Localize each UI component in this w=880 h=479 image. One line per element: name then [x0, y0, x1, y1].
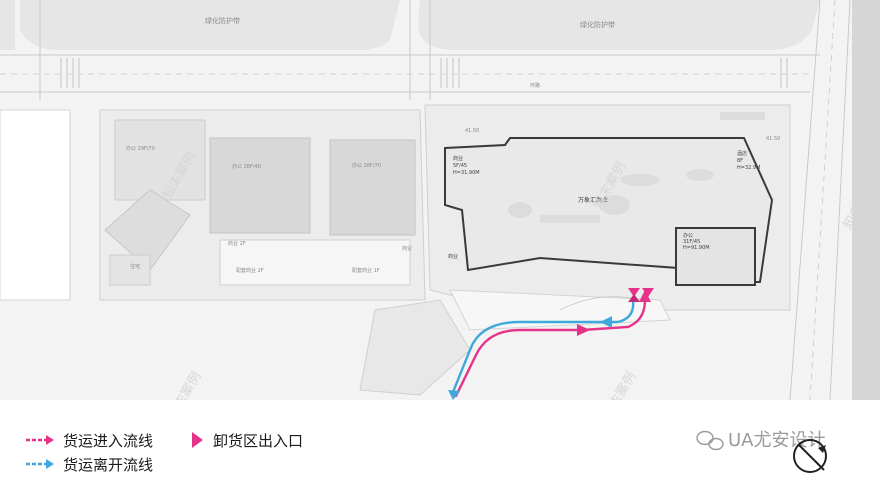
legend-dock-label: 卸货区出入口: [213, 432, 303, 450]
label-small-a: 商业: [402, 245, 412, 252]
legend-inbound-label: 货运进入流线: [63, 432, 153, 450]
inbound-arrow-end-icon: [639, 290, 651, 302]
label-mall-info-3: H=31.90M: [453, 170, 480, 176]
left-plot: [0, 109, 71, 301]
right-green-belt: [852, 0, 880, 400]
plaza-area: [359, 289, 671, 396]
mall-interior-shapes: [508, 169, 714, 223]
label-lobby: 商业: [448, 253, 458, 260]
legend-area: [0, 400, 880, 479]
legend-dock-icon: [192, 432, 203, 448]
label-residential: 住宅: [130, 263, 140, 270]
road-network: [0, 0, 851, 401]
label-spot-1: 41.50: [465, 128, 479, 134]
label-office-d-2: 31F/45: [683, 239, 700, 245]
label-road-ring: 环路: [530, 82, 540, 89]
label-mall-name: 万象汇商业: [578, 196, 608, 204]
label-office-d-3: H=91.90M: [683, 245, 710, 251]
legend-outbound-swatch: [26, 459, 54, 469]
west-site: [99, 109, 426, 301]
inbound-flow-line: [454, 298, 647, 398]
wechat-icon: [696, 430, 724, 451]
label-office-b: 办公 28F/40: [232, 163, 261, 170]
label-office-c: 办公 28F/70: [352, 162, 381, 169]
dock-entrance-markers: [628, 288, 654, 302]
legend-inbound-swatch: [26, 435, 54, 445]
outbound-flow-line: [451, 298, 635, 394]
outbound-arrow-icon: [600, 316, 612, 328]
outbound-arrow-end-icon: [448, 390, 460, 400]
label-office-d-1: 办公: [683, 232, 693, 239]
label-mall-info-2: 5F/45: [453, 163, 467, 169]
label-mall-info-1: 商业: [453, 155, 463, 162]
green-belt-blocks: [0, 0, 820, 50]
label-office-a: 办公 29F/70: [126, 145, 155, 152]
label-podium-a: 商业 2F: [228, 240, 246, 247]
label-podium-c: 配套商业 1F: [352, 267, 380, 274]
label-green-belt-right: 绿化防护带: [580, 20, 615, 29]
label-hotel-info-1: 酒店: [737, 150, 747, 157]
office-tower-outline: [675, 227, 756, 286]
label-hotel-info-3: H=32.9M: [737, 165, 760, 171]
crosswalks: [60, 58, 788, 88]
label-podium-b: 配套商业 2F: [236, 267, 264, 274]
legend-outbound-label: 货运离开流线: [63, 456, 153, 474]
inbound-arrow-icon: [577, 324, 590, 336]
label-green-belt-left: 绿化防护带: [205, 16, 240, 25]
label-hotel-info-2: 8F: [737, 158, 743, 164]
compass-icon: [793, 439, 827, 473]
label-spot-2: 41.50: [766, 136, 780, 142]
